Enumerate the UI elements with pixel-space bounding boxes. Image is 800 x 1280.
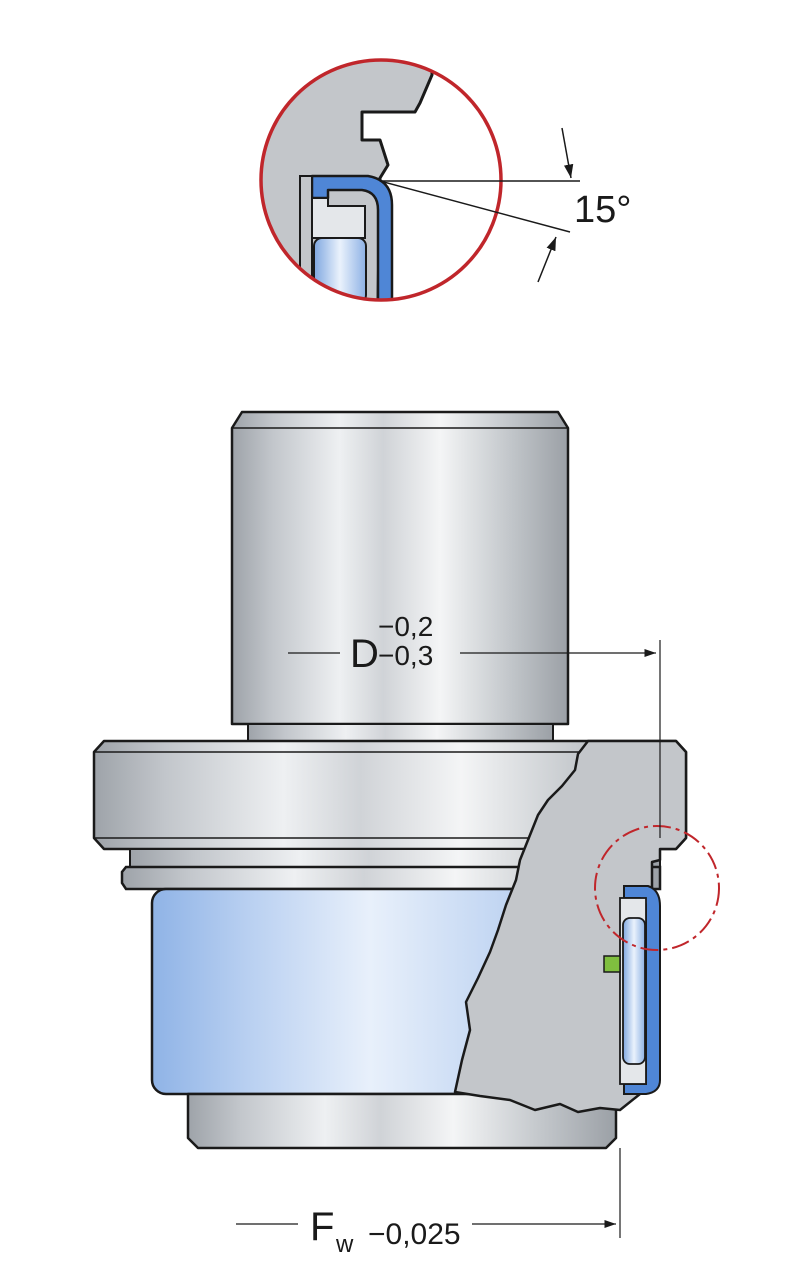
- dim-d-upper-tolerance: −0,2: [378, 611, 433, 642]
- detail-angle-label: 15°: [574, 189, 631, 231]
- shaft-upper: [230, 410, 570, 726]
- dim-fw-subscript: w: [335, 1231, 354, 1258]
- seal-ring: [603, 955, 621, 973]
- dim-d-symbol: D: [350, 632, 379, 676]
- section-needle-roller: [622, 917, 646, 1065]
- shaft-neck: [247, 723, 554, 742]
- main-view: D −0,2 −0,3 F w −0,025: [92, 410, 720, 1258]
- dim-fw-tolerance: −0,025: [368, 1218, 461, 1251]
- detail-circle: [259, 58, 503, 302]
- detail-callout-circle: [594, 825, 720, 951]
- detail-view: 15°: [259, 58, 631, 302]
- dim-fw-symbol: F: [310, 1205, 334, 1249]
- dim-d-lower-tolerance: −0,3: [378, 640, 433, 671]
